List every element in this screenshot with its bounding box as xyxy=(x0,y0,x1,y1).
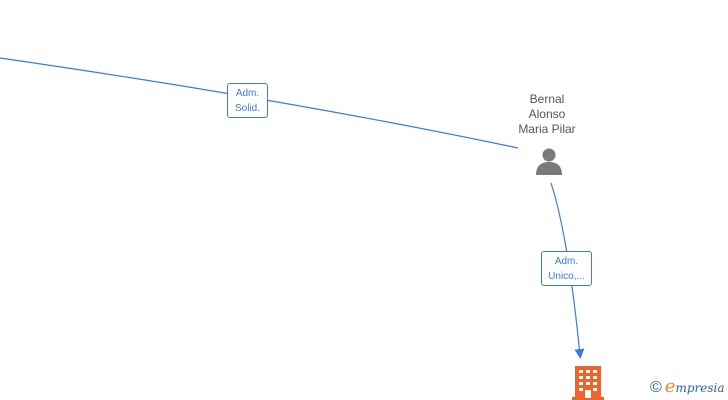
person-name: Bernal Alonso Maria Pilar xyxy=(492,92,602,137)
brand-name: empresia xyxy=(665,377,725,398)
brand-initial: e xyxy=(664,376,676,397)
edge-label-line-2: Solid. xyxy=(234,103,260,114)
building-icon[interactable] xyxy=(571,364,605,400)
person-icon[interactable] xyxy=(533,145,565,177)
edge-label-line-2: Unico,... xyxy=(548,271,585,282)
person-name-line-1: Bernal xyxy=(529,92,565,106)
copyright-icon: © xyxy=(650,378,662,396)
edge-label-line-1: Adm. xyxy=(554,256,579,267)
edge-label-adm-solid[interactable]: Adm. Solid. xyxy=(227,83,268,118)
edge-label-adm-unico[interactable]: Adm. Unico,... xyxy=(541,251,592,286)
brand-watermark: © empresia xyxy=(650,377,725,398)
edge-label-line-1: Adm. xyxy=(235,88,260,99)
person-name-line-2: Alonso xyxy=(528,107,566,121)
edge-line-incoming[interactable] xyxy=(0,57,519,149)
person-name-line-3: Maria Pilar xyxy=(518,122,576,136)
brand-rest: mpresia xyxy=(675,381,725,395)
